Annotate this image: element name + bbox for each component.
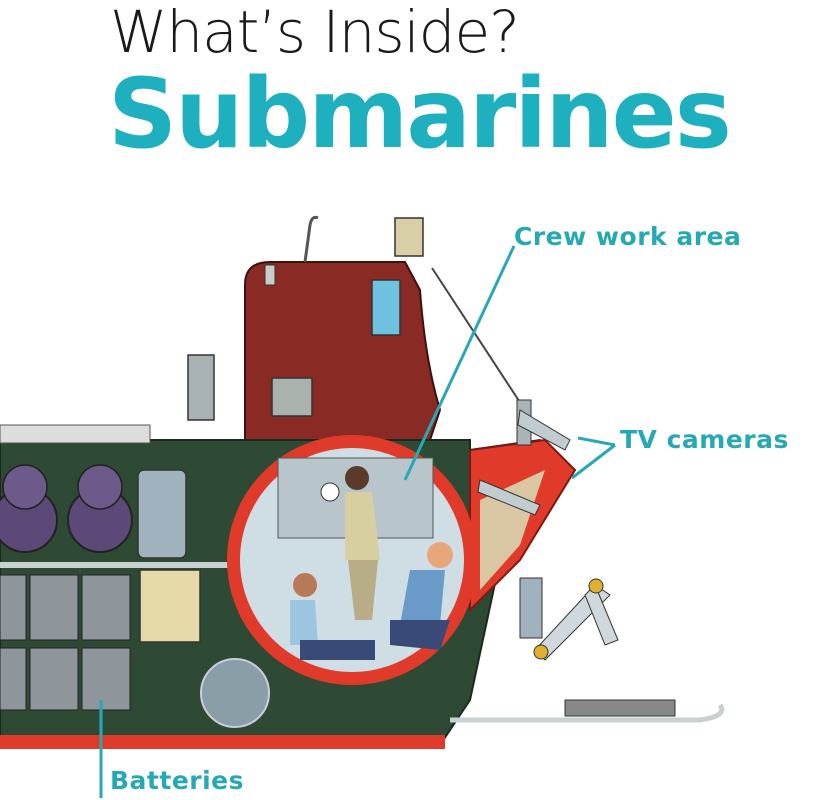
sail [244, 215, 442, 441]
label-leaders [99, 245, 616, 798]
label-crew-work-area: Crew work area [514, 222, 742, 251]
manipulator-arm [450, 577, 725, 723]
ballast-spheres [0, 464, 133, 553]
crew-sphere [227, 435, 477, 685]
label-batteries: Batteries [110, 766, 245, 795]
battery-blocks [0, 574, 131, 711]
label-tv-cameras: TV cameras [620, 425, 789, 454]
book-title: Submarines [108, 58, 732, 170]
series-title: What’s Inside? [110, 0, 520, 66]
